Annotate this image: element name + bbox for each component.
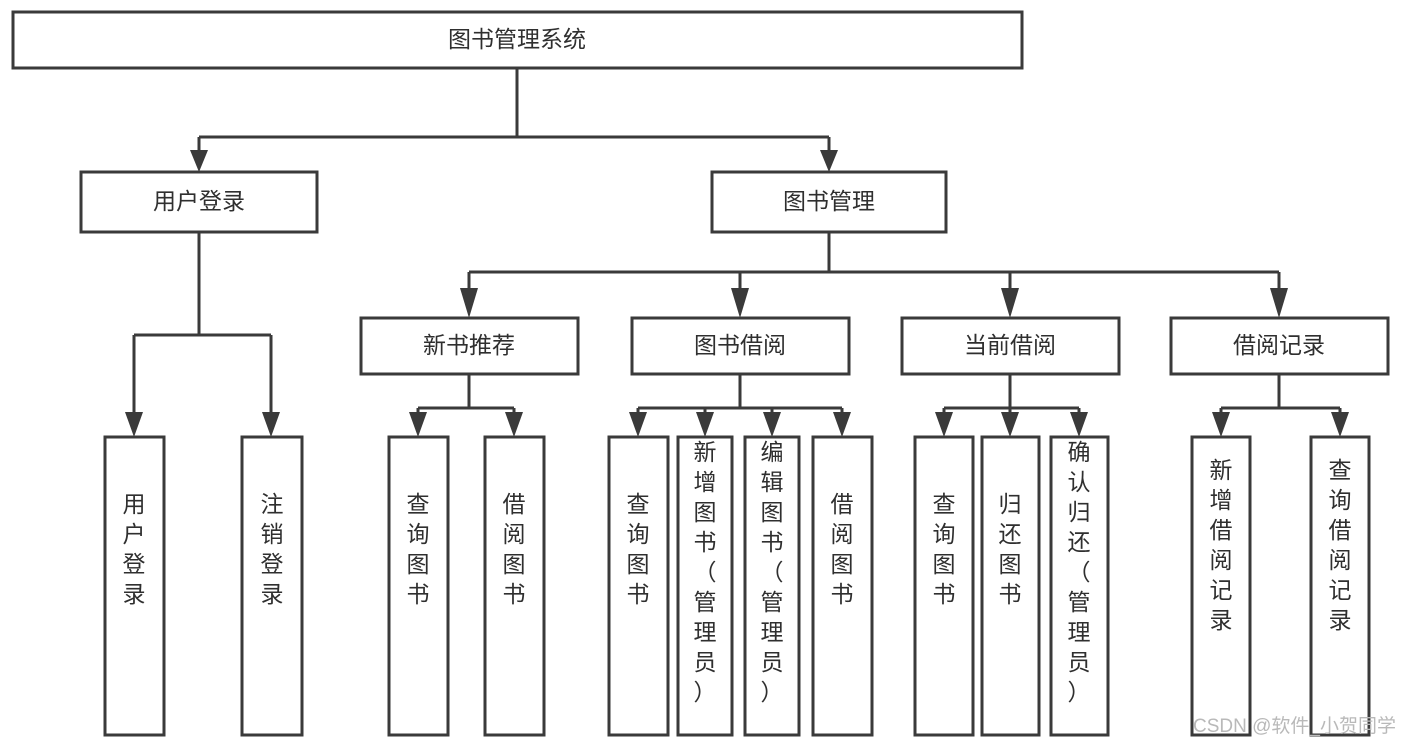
csdn-watermark: CSDN @软件_小贺同学 [1193,715,1396,737]
node-leaf-confirm-return[interactable]: 确认归还（管理员） [1049,435,1110,737]
arrow-head-leaf-return-book [1001,412,1019,437]
node-current-borrow-label: 当前借阅 [964,332,1056,358]
node-leaf-query-book-3-box[interactable] [913,435,975,737]
node-leaf-borrow-book-2-box[interactable] [811,435,874,737]
arrow-head-leaf-borrow-book-2 [833,412,851,437]
node-borrow-record-label: 借阅记录 [1233,332,1325,358]
arrow-head-leaf-query-book-1 [409,412,427,437]
node-leaf-add-record[interactable]: 新增借阅记录 [1190,435,1252,737]
node-current-borrow-box[interactable] [900,316,1121,376]
node-leaf-query-book-2[interactable]: 查询图书 [607,435,670,737]
node-book-borrow-label: 图书借阅 [694,332,786,358]
arrow-head-current-borrow [1001,288,1019,318]
node-user-login-box[interactable] [79,170,319,234]
arrow-head-leaf-query-record [1331,412,1349,437]
node-leaf-edit-book-box[interactable] [743,435,801,737]
node-new-book-rec[interactable]: 新书推荐 [359,316,580,376]
node-root-box[interactable] [11,10,1024,70]
arrow-head-leaf-query-book-2 [629,412,647,437]
node-leaf-add-record-box[interactable] [1190,435,1252,737]
node-leaf-confirm-return-label: 确认归还（管理员） [1068,439,1091,705]
node-leaf-query-record-label: 查询借阅记录 [1329,457,1352,633]
arrow-head-leaf-query-book-3 [935,412,953,437]
node-leaf-borrow-book-1-label: 借阅图书 [503,491,526,607]
node-leaf-user-login-box[interactable] [103,435,166,737]
arrow-head-leaf-borrow-book-1 [505,412,523,437]
node-leaf-return-book-label: 归还图书 [999,491,1022,607]
node-root[interactable]: 图书管理系统 [11,10,1024,70]
arrow-head-user-login [190,150,208,172]
node-leaf-logout[interactable]: 注销登录 [240,435,304,737]
node-leaf-borrow-book-2-label: 借阅图书 [831,491,854,607]
node-root-label: 图书管理系统 [448,26,586,52]
arrow-head-leaf-logout [262,412,280,437]
node-leaf-query-book-3-label: 查询图书 [933,491,956,607]
node-book-manage-label: 图书管理 [783,188,875,214]
arrow-head-leaf-confirm-return [1070,412,1088,437]
node-leaf-query-book-1[interactable]: 查询图书 [387,435,450,737]
arrow-head-leaf-add-book [696,412,714,437]
node-book-manage-box[interactable] [710,170,948,234]
node-leaf-query-book-2-box[interactable] [607,435,670,737]
node-leaf-return-book[interactable]: 归还图书 [980,435,1041,737]
arrow-head-leaf-add-record [1212,412,1230,437]
node-leaf-edit-book[interactable]: 编辑图书（管理员） [743,435,801,737]
node-new-book-rec-label: 新书推荐 [423,332,515,358]
node-user-login-label: 用户登录 [153,188,245,214]
node-leaf-query-record[interactable]: 查询借阅记录 [1309,435,1371,737]
arrow-head-leaf-user-login [125,412,143,437]
node-leaf-query-book-1-label: 查询图书 [407,491,430,607]
node-leaf-confirm-return-box[interactable] [1049,435,1110,737]
node-leaf-user-login[interactable]: 用户登录 [103,435,166,737]
node-leaf-query-record-box[interactable] [1309,435,1371,737]
node-leaf-edit-book-label: 编辑图书（管理员） [761,439,784,705]
connector-layer [125,68,1349,437]
node-borrow-record[interactable]: 借阅记录 [1169,316,1390,376]
node-leaf-borrow-book-2[interactable]: 借阅图书 [811,435,874,737]
node-leaf-add-record-label: 新增借阅记录 [1210,457,1233,633]
node-book-borrow[interactable]: 图书借阅 [630,316,851,376]
node-current-borrow[interactable]: 当前借阅 [900,316,1121,376]
node-user-login[interactable]: 用户登录 [79,170,319,234]
node-leaf-return-book-box[interactable] [980,435,1041,737]
node-borrow-record-box[interactable] [1169,316,1390,376]
arrow-head-book-borrow [731,288,749,318]
node-leaf-query-book-2-label: 查询图书 [627,491,650,607]
arrow-head-new-book-rec [460,288,478,318]
node-leaf-add-book-label: 新增图书（管理员） [694,439,717,705]
node-leaf-logout-box[interactable] [240,435,304,737]
arrow-head-borrow-record [1270,288,1288,318]
node-leaf-add-book[interactable]: 新增图书（管理员） [676,435,734,737]
node-leaf-user-login-label: 用户登录 [123,491,146,607]
node-new-book-rec-box[interactable] [359,316,580,376]
arrow-head-book-manage [820,150,838,172]
node-leaf-logout-label: 注销登录 [261,491,284,607]
arrow-head-leaf-edit-book [763,412,781,437]
node-book-manage[interactable]: 图书管理 [710,170,948,234]
node-leaf-add-book-box[interactable] [676,435,734,737]
node-leaf-query-book-1-box[interactable] [387,435,450,737]
node-book-borrow-box[interactable] [630,316,851,376]
node-leaf-query-book-3[interactable]: 查询图书 [913,435,975,737]
node-leaf-borrow-book-1[interactable]: 借阅图书 [483,435,546,737]
node-leaf-borrow-book-1-box[interactable] [483,435,546,737]
